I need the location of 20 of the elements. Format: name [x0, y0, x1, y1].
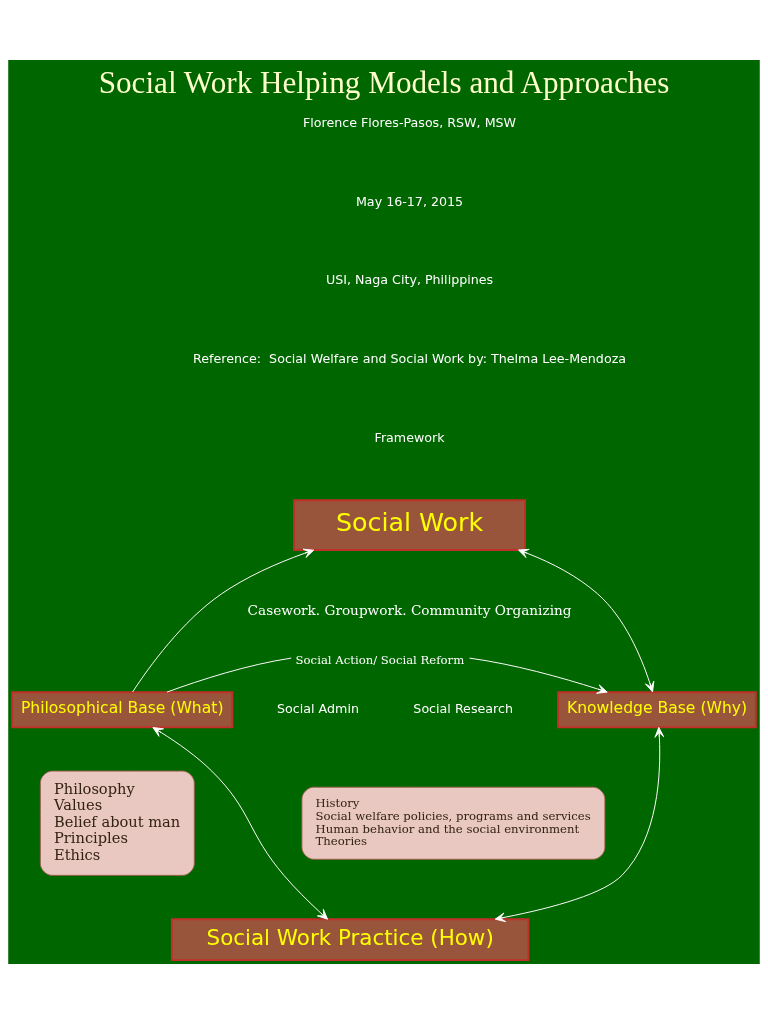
label: Framework [374, 430, 445, 446]
label: May 16-17, 2015 [355, 193, 464, 209]
node-box: History Social welfare policies, programs and services Human behavior and the social environment Theories [301, 786, 606, 860]
label: Social Admin [277, 701, 359, 717]
label: USI, Naga City, Philippines [325, 272, 494, 288]
node-box: Social Work [293, 499, 526, 551]
arrow [494, 726, 665, 923]
label: Reference: Social Welfare and Social Work by: Thelma Lee-Mendoza [193, 351, 627, 367]
edge-label: Social Action/ Social Reform [295, 653, 465, 668]
diagram-title: Social Work Helping Models and Approaches [98, 64, 670, 100]
label: Social Research [413, 701, 513, 717]
node-box: Knowledge Base (Why) [557, 691, 757, 729]
node-label: Casework. Groupwork. Community Organizing [247, 601, 572, 618]
label: Florence Flores-Pasos, RSW, MSW [303, 114, 517, 130]
node-box: Social Work Practice (How) [170, 918, 530, 962]
node-box: Philosophy Values Belief about man Principles Ethics [39, 770, 195, 876]
arrow [518, 548, 655, 693]
node-box: Philosophical Base (What) [11, 691, 234, 729]
arrow [152, 727, 329, 920]
arrow [132, 548, 315, 693]
